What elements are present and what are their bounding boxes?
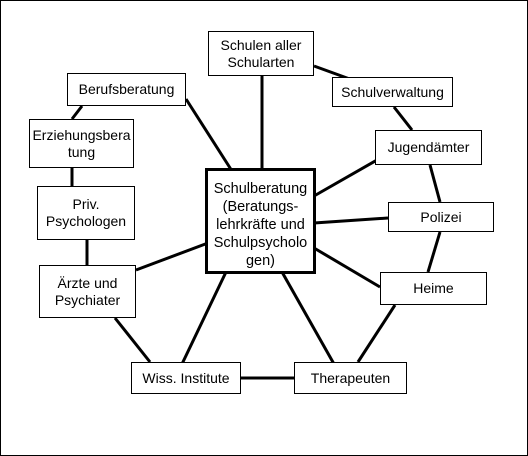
node-aerzte-psychiater: Ärzte und Psychiater xyxy=(39,265,136,318)
node-priv-psychologen: Priv. Psychologen xyxy=(37,186,135,240)
node-erziehungsberatung: Erziehungsbera tung xyxy=(29,119,134,168)
node-therapeuten: Therapeuten xyxy=(294,362,407,394)
edge-jugendaemter-polizei xyxy=(428,164,442,203)
node-heime: Heime xyxy=(380,272,487,305)
node-schulen: Schulen aller Schularten xyxy=(208,31,314,76)
edge-center-aerzte xyxy=(135,241,209,272)
edge-center-heime xyxy=(313,246,381,289)
edge-center-wiss-institute xyxy=(180,271,228,365)
node-schulverwaltung: Schulverwaltung xyxy=(332,77,453,107)
edge-wiss-institute-aerzte xyxy=(113,317,152,363)
edge-schulverwaltung-jugendaemter xyxy=(392,106,414,131)
edge-erziehungsberatung-berufsberatung xyxy=(70,105,84,120)
node-polizei: Polizei xyxy=(388,202,494,232)
edge-center-polizei xyxy=(313,216,389,225)
edge-center-therapeuten xyxy=(280,271,336,365)
node-schulberatung-center: Schulberatung (Beratungs- lehrkräfte und… xyxy=(205,168,316,274)
node-jugendaemter: Jugendämter xyxy=(375,130,482,165)
edge-heime-therapeuten xyxy=(356,304,397,363)
edge-center-berufsberatung xyxy=(184,98,234,172)
node-wiss-institute: Wiss. Institute xyxy=(131,362,241,394)
edge-polizei-heime xyxy=(426,231,442,273)
node-berufsberatung: Berufsberatung xyxy=(67,73,186,106)
